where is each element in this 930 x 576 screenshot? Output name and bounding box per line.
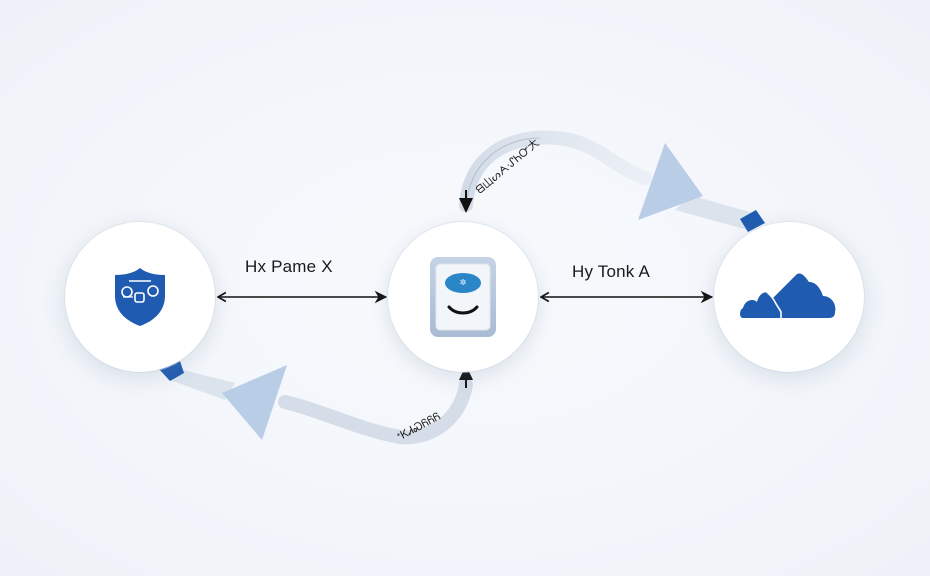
pointer-triangle-bottom [222,365,287,440]
pointer-cap-bottom [159,361,184,381]
pointer-triangle-top [638,143,703,220]
edge-label-right: Hy Tonk A [572,262,651,281]
svg-text:✲: ✲ [460,278,467,287]
pointer-cap-top [740,210,765,232]
device-icon: ✲ [430,257,496,337]
node-cloud[interactable] [714,222,864,372]
arrow-down-icon [459,198,473,213]
node-security[interactable] [65,222,215,372]
arrow-up-icon [459,365,473,380]
edge-label-left: Hx Pame X [245,257,333,276]
curve-top-line [465,137,541,207]
shield-icon [115,268,165,326]
node-hub[interactable]: ✲ [388,222,538,372]
pointer-tail-bottom [170,368,235,400]
pointer-tail-top [675,195,760,230]
curve-bottom-brush [278,378,473,445]
cloud-icon [740,273,836,320]
